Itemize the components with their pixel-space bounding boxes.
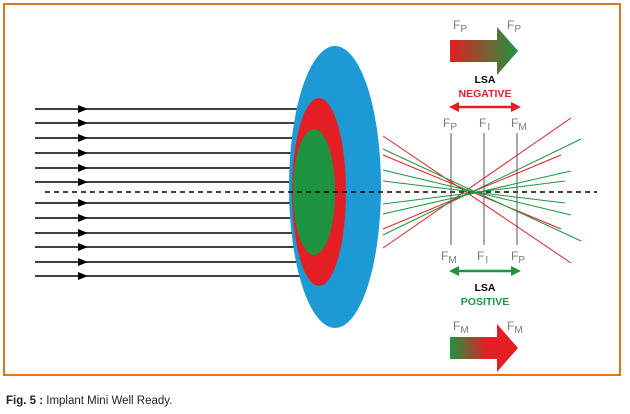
positive-shift-arrow: FM FM — [450, 319, 523, 372]
lsa-negative-label: NEGATIVE — [459, 88, 512, 100]
ray-arrow-head — [78, 229, 88, 237]
refracted-ray — [382, 117, 572, 249]
rays-through-lens — [78, 105, 88, 280]
ray-arrow-head — [78, 105, 88, 113]
negative-shift-arrow: FP FP — [450, 18, 521, 75]
caption-prefix: Fig. 5 : — [6, 395, 44, 407]
negative-gradient-arrow — [450, 27, 518, 75]
focus-label-top-fi: FI — [479, 116, 490, 133]
caption-text: Implant Mini Well Ready. — [43, 395, 173, 407]
negative-double-arrow — [449, 102, 521, 112]
arrow-bottom-left-label: FM — [453, 319, 469, 336]
ray-arrow-head — [78, 134, 88, 142]
focus-lines — [450, 133, 518, 245]
arrow-bottom-right-label: FM — [507, 319, 523, 336]
lsa-positive-label: POSITIVE — [461, 296, 509, 308]
lsa-title-bottom: LSA — [475, 282, 496, 294]
lsa-title-top: LSA — [475, 74, 496, 86]
focus-label-bottom-fi: FI — [477, 249, 488, 266]
ray-arrow-head — [78, 272, 88, 280]
arrow-top-left-label: FP — [453, 18, 467, 35]
ray-arrow-head — [78, 164, 88, 172]
refracted-ray — [382, 138, 582, 236]
ray-arrow-head — [78, 149, 88, 157]
lens — [289, 46, 381, 328]
ray-arrow-head — [78, 199, 88, 207]
refracted-rays — [382, 117, 582, 264]
lens-inner-zone — [293, 129, 335, 255]
ray-arrow-head — [78, 243, 88, 251]
refracted-ray — [382, 135, 572, 264]
ray-arrow-head — [78, 258, 88, 266]
focus-label-top-fp: FP — [443, 116, 457, 133]
focus-label-bottom-fp: FP — [511, 249, 525, 266]
ray-arrow-head — [78, 119, 88, 127]
figure-caption: Fig. 5 : Implant Mini Well Ready. — [6, 395, 172, 407]
positive-gradient-arrow — [450, 324, 518, 372]
focus-label-top-fm: FM — [511, 116, 527, 133]
lsa-diagram: FP FP LSA NEGATIVE FP FI FM FM FI — [35, 18, 597, 372]
refracted-ray — [382, 148, 582, 242]
refracted-ray — [382, 180, 566, 205]
ray-arrow-head — [78, 178, 88, 186]
figure-frame: FP FP LSA NEGATIVE FP FI FM FM FI — [3, 3, 621, 376]
ray-arrow-head — [78, 214, 88, 222]
positive-double-arrow — [449, 266, 521, 276]
focus-label-bottom-fm: FM — [441, 249, 457, 266]
arrow-top-right-label: FP — [507, 18, 521, 35]
